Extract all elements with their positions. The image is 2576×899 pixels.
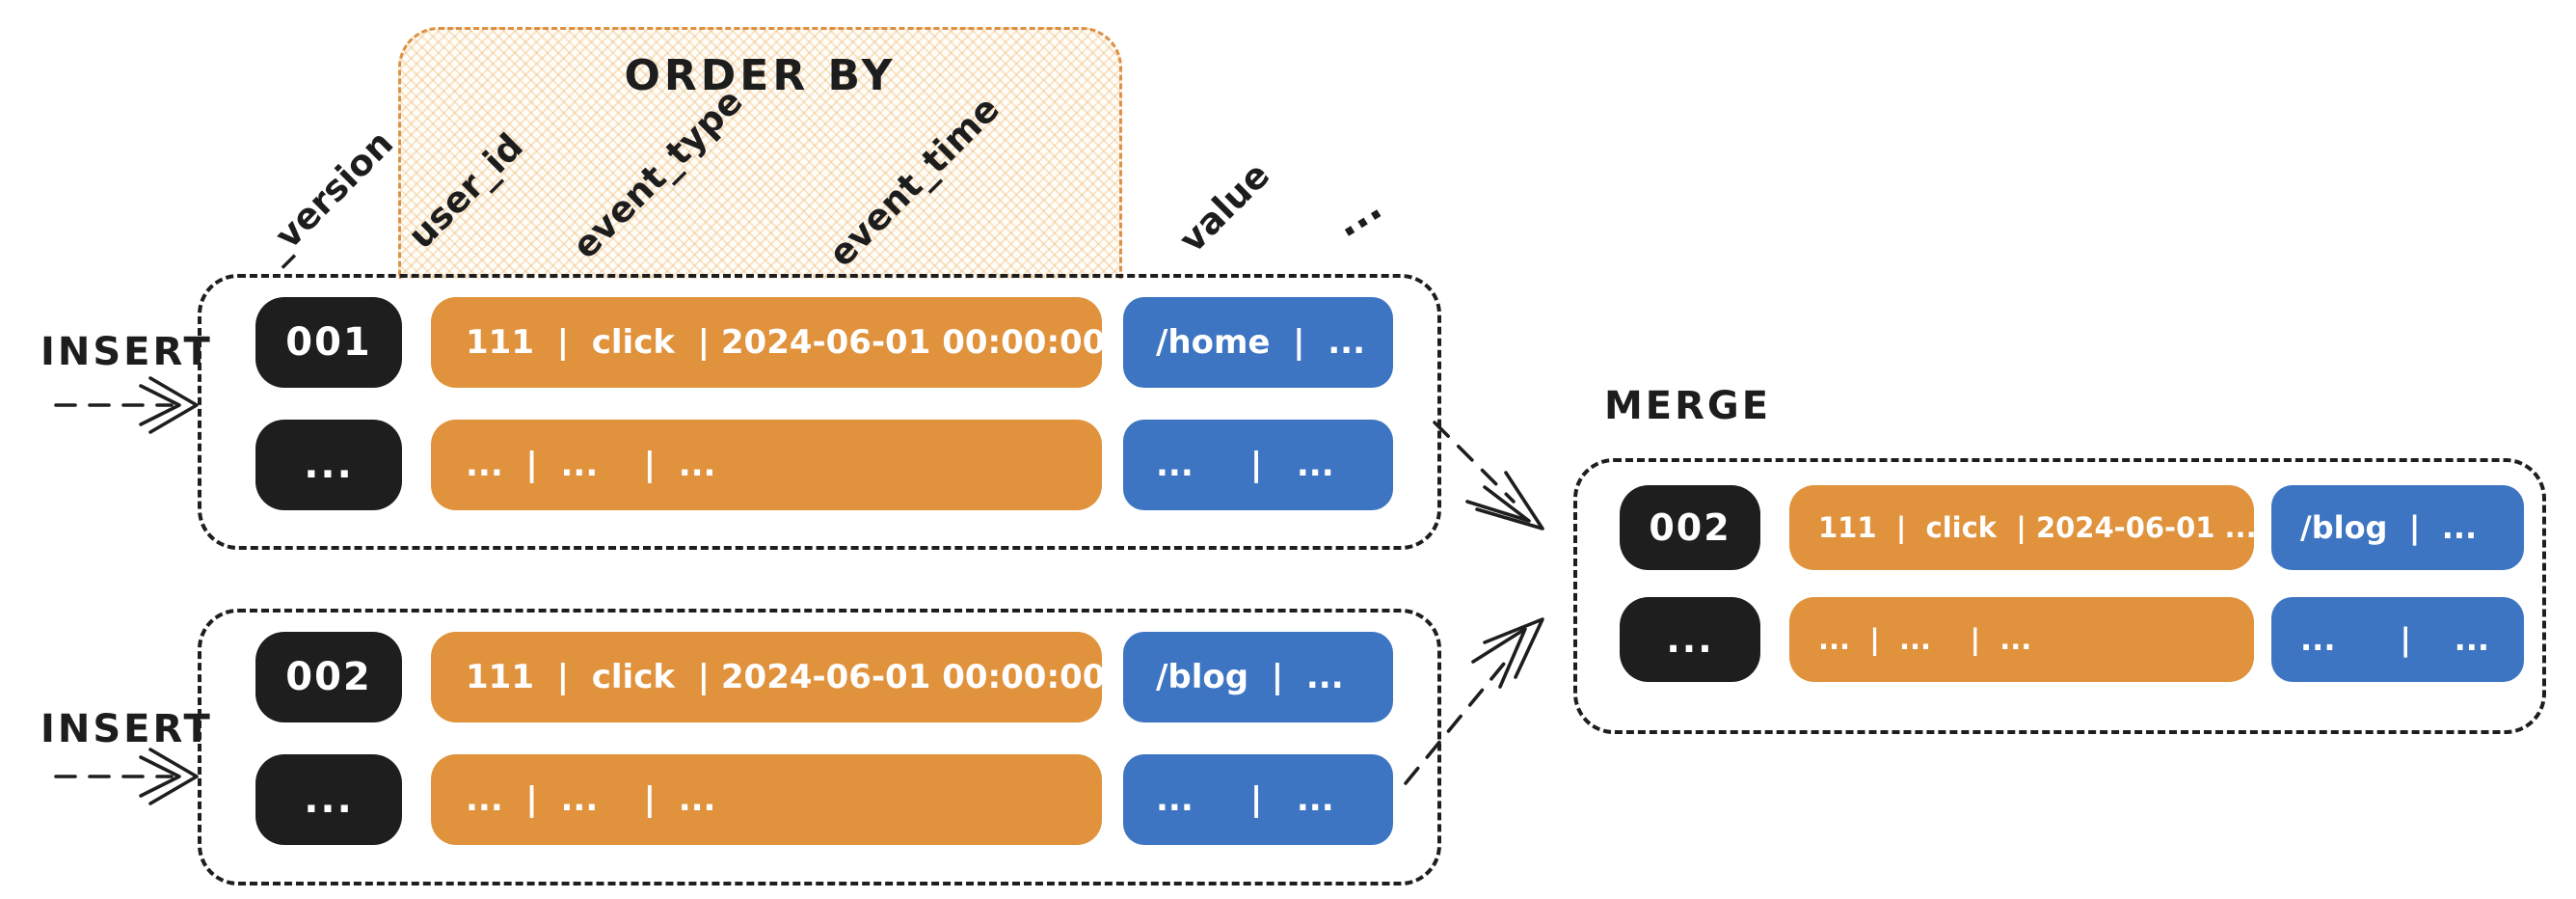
- insert-part-2: 002 111 | click | 2024-06-01 00:00:00 /b…: [198, 609, 1441, 885]
- insert-label-bottom: INSERT: [40, 707, 213, 751]
- sorting-key-cell: ... | ... | ...: [1789, 597, 2254, 682]
- column-label-version: _version: [254, 122, 402, 270]
- merge-arrow-from-part1: [1433, 421, 1544, 531]
- version-cell: ...: [1620, 597, 1760, 682]
- insert-label-top: INSERT: [40, 330, 213, 374]
- column-label-ellipsis: ...: [1325, 181, 1390, 247]
- version-cell: ...: [255, 754, 402, 845]
- value-cell: /blog | ...: [2271, 485, 2524, 570]
- version-cell: 002: [1620, 485, 1760, 570]
- value-cell: /home | ...: [1123, 297, 1393, 388]
- value-cell: ... | ...: [1123, 420, 1393, 510]
- sorting-key-cell: 111 | click | 2024-06-01 00:00:00: [431, 297, 1105, 388]
- insert-part-1: 001 111 | click | 2024-06-01 00:00:00 /h…: [198, 274, 1441, 550]
- value-cell: ... | ...: [2271, 597, 2524, 682]
- order-by-title: ORDER BY: [624, 51, 897, 100]
- version-cell: ...: [255, 420, 402, 510]
- version-cell: 001: [255, 297, 402, 388]
- sorting-key-cell: 111 | click | 2024-06-01 00:00:00: [431, 632, 1105, 722]
- order-by-region: ORDER BY: [398, 27, 1122, 279]
- sorting-key-cell: ... | ... | ...: [431, 420, 1102, 510]
- sorting-key-cell: ... | ... | ...: [431, 754, 1102, 845]
- version-cell: 002: [255, 632, 402, 722]
- insert-arrow-top: [54, 376, 199, 434]
- value-cell: /blog | ...: [1123, 632, 1393, 722]
- value-cell: ... | ...: [1123, 754, 1393, 845]
- merged-part: 002 111 | click | 2024-06-01 ... /blog |…: [1573, 458, 2546, 734]
- column-label-value: value: [1170, 153, 1278, 261]
- merge-label: MERGE: [1604, 384, 1772, 428]
- insert-arrow-bottom: [54, 748, 199, 805]
- sorting-key-cell: 111 | click | 2024-06-01 ...: [1789, 485, 2257, 570]
